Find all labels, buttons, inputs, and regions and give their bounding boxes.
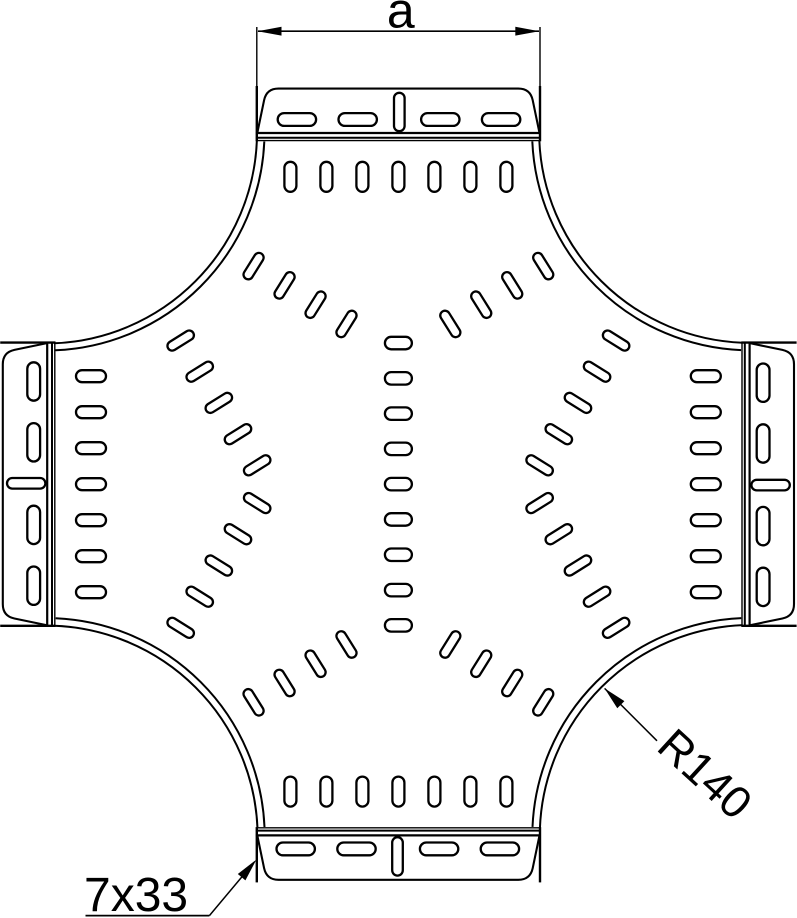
svg-text:R140: R140 [648,719,762,829]
svg-text:7x33: 7x33 [84,869,188,918]
svg-text:a: a [387,0,415,39]
